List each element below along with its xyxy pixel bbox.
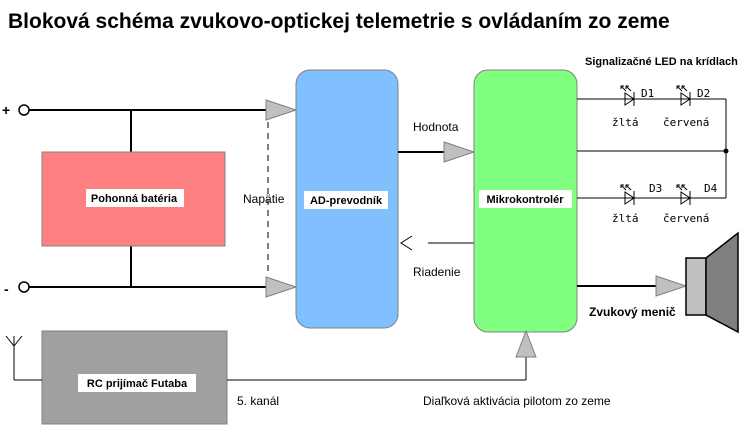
led-d4-id: D4	[704, 182, 718, 195]
led-d1-id: D1	[641, 87, 654, 100]
speaker-label: Zvukový menič	[589, 305, 676, 319]
led-header: Signalizačné LED na krídlach	[585, 56, 738, 68]
plus-label: +	[2, 102, 10, 118]
value-label: Hodnota	[413, 120, 459, 134]
adc-label: AD-prevodník	[310, 195, 383, 207]
rc-receiver-label: RC prijímač Futaba	[87, 378, 188, 390]
led-d2-icon	[676, 85, 691, 106]
diagram-title: Bloková schéma zvukovo-optickej telemetr…	[8, 10, 670, 33]
channel-arrow	[515, 329, 537, 358]
led-d2-color: červená	[663, 116, 709, 129]
control-arrowhead	[400, 235, 413, 251]
speaker-arrow	[655, 275, 688, 297]
led-d1-icon	[620, 85, 635, 106]
antenna-icon	[5, 335, 42, 381]
speaker-icon	[685, 231, 739, 334]
voltage-label: Napätie	[243, 192, 285, 206]
battery-label: Pohonná batéria	[91, 193, 178, 205]
led-d4-icon	[676, 184, 691, 205]
led-d4-color: červená	[663, 212, 709, 225]
adc-label-bg	[304, 191, 388, 209]
led-d2-id: D2	[697, 87, 710, 100]
mcu-label: Mikrokontrolér	[486, 194, 564, 206]
channel-label: 5. kanál	[237, 394, 279, 408]
minus-arrow	[265, 276, 298, 298]
led-junction	[723, 148, 729, 154]
led-d3-color: žltá	[612, 212, 639, 225]
led-d1-color: žltá	[612, 116, 639, 129]
rc-label-bg	[78, 374, 196, 392]
value-arrow	[443, 141, 476, 163]
led-d3-icon	[620, 184, 635, 205]
control-label: Riadenie	[413, 265, 461, 279]
plus-terminal	[18, 104, 30, 116]
led-d3-id: D3	[649, 182, 662, 195]
plus-arrow	[265, 99, 298, 121]
remote-activation-label: Diaľková aktivácia pilotom zo zeme	[423, 394, 611, 408]
mcu-label-bg	[479, 190, 572, 208]
minus-label: -	[4, 281, 9, 297]
battery-label-bg	[86, 189, 184, 207]
minus-terminal	[18, 281, 30, 293]
